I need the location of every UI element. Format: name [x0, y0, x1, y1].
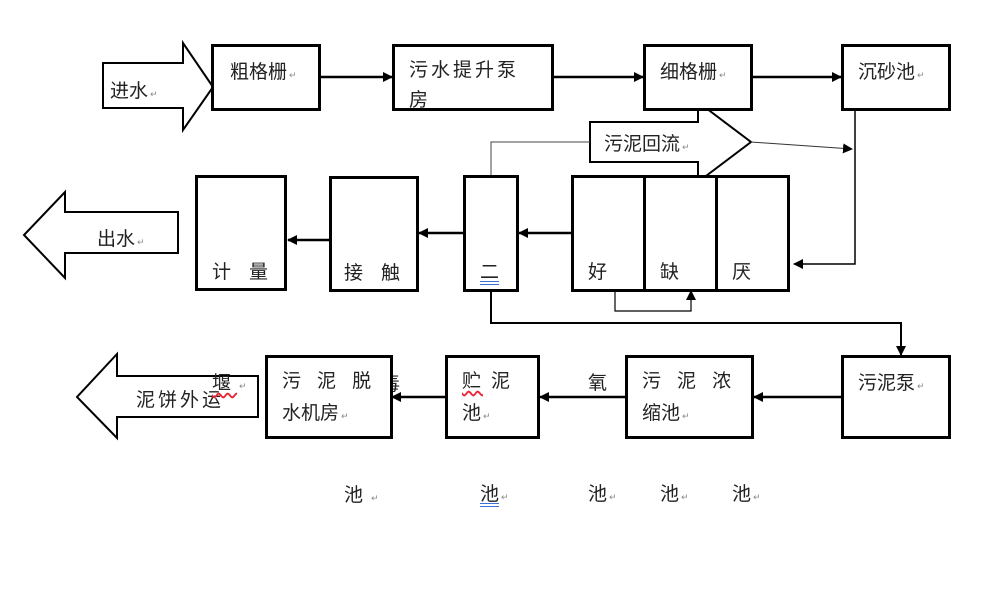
metering-weir-box: 计 量 堰↵ — [195, 175, 287, 394]
outflow-label: 出水↵ — [97, 228, 145, 250]
anaerobic-tank-box: 厌 氧 池↵ — [715, 175, 790, 505]
lift-pump-room-box: 污水提升泵 房 — [392, 44, 554, 111]
contact-disinfection-box: 接 触 消 毒 池↵ — [329, 176, 419, 506]
sludge-return-line — [490, 141, 590, 177]
cake-transport-block-arrow — [75, 351, 259, 441]
arrow-return-to-grit-line — [750, 141, 853, 154]
dewatering-room-box: 污 泥 脱 水机房↵ — [265, 355, 393, 439]
cake-transport-label: 泥饼外运 — [136, 389, 225, 411]
aerobic-tank-box: 好 氧 池↵ — [571, 175, 646, 505]
coarse-screen-box: 粗格栅↵ — [211, 44, 321, 111]
anoxic-tank-box: 缺 氧 池↵ — [643, 175, 718, 505]
secondary-clarifier-box: 二 沉 池↵ — [463, 175, 519, 505]
connectors-layer — [22, 39, 906, 441]
arrow-grit-to-anaerobic — [793, 111, 856, 269]
sludge-return-label: 污泥回流↵ — [604, 133, 690, 155]
fine-screen-box: 细格栅↵ — [643, 44, 753, 111]
inflow-block-arrow — [102, 39, 215, 134]
outflow-block-arrow — [22, 189, 179, 281]
grit-chamber-box: 沉砂池↵ — [841, 44, 951, 111]
sludge-thickener-box: 污 泥 浓 缩池↵ — [625, 355, 754, 439]
arrow-clarifier-to-sludge-pump — [490, 291, 906, 356]
sludge-return-block-arrow — [589, 99, 753, 185]
internal-recycle-arrow — [614, 289, 696, 312]
process-flow-diagram: 进水↵ 出水↵ 泥饼外运 污泥回流↵ 粗格栅↵ 污水提升泵 房 细格栅↵ 沉砂池… — [22, 39, 951, 506]
inflow-label: 进水↵ — [110, 80, 158, 102]
sludge-storage-box: 贮 泥 池↵ — [445, 355, 540, 439]
sludge-pump-box: 污泥泵↵ — [841, 355, 951, 439]
